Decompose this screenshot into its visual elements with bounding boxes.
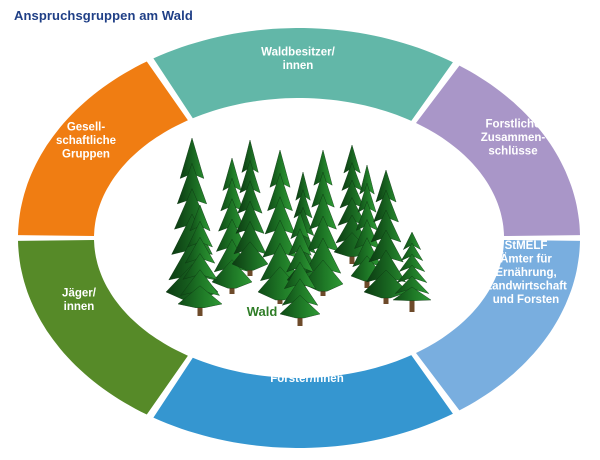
tree-icon (231, 139, 269, 276)
ring-segment-stmelf (416, 240, 580, 411)
segment-label-line: Landwirtschaft (485, 281, 567, 293)
ring-segment-jaeger (18, 240, 188, 415)
tree-icon (257, 149, 303, 304)
tree-icon (392, 231, 432, 312)
segment-label-line: StMELF (505, 240, 548, 252)
segment-label-line: Festangestellte (265, 359, 349, 371)
ring-segment-gesellschaft (18, 61, 188, 236)
ring-segment-festangestellte (153, 355, 453, 448)
segment-label-line: schaftliche (56, 135, 116, 147)
tree-icon (177, 204, 223, 316)
segment-label-jaeger: Jäger/innen (62, 287, 97, 313)
tree-icon (302, 149, 344, 296)
segment-label-line: Förster/innen (270, 373, 343, 385)
segment-label-line: innen (283, 60, 314, 72)
segment-label-line: Waldbesitzer/ (261, 46, 336, 58)
ring-segments (18, 28, 580, 448)
segment-label-line: innen (64, 301, 95, 313)
segment-label-line: und Forsten (493, 294, 559, 306)
segment-label-line: Ernährung, (495, 267, 556, 279)
segment-label-line: Gesell- (67, 122, 106, 134)
diagram-title: Anspruchsgruppen am Wald (14, 8, 193, 23)
tree-icon (165, 137, 219, 304)
tree-icon (363, 169, 409, 304)
segment-label-line: Forstliche (486, 119, 541, 131)
segment-label-line: Zusammen- (481, 132, 546, 144)
forest-icon (165, 137, 432, 326)
segment-label-line: Gruppen (62, 149, 110, 161)
segment-label-line: Jäger/ (62, 287, 97, 299)
ring-segment-waldbesitzer (153, 28, 453, 121)
center-label: Wald (247, 304, 278, 319)
tree-icon (279, 211, 321, 326)
segment-label-waldbesitzer: Waldbesitzer/innen (261, 46, 336, 72)
ring-segment-forstliche (416, 65, 580, 236)
segment-label-line: schlüsse (488, 146, 537, 158)
segment-label-line: Ämter für (500, 253, 552, 266)
